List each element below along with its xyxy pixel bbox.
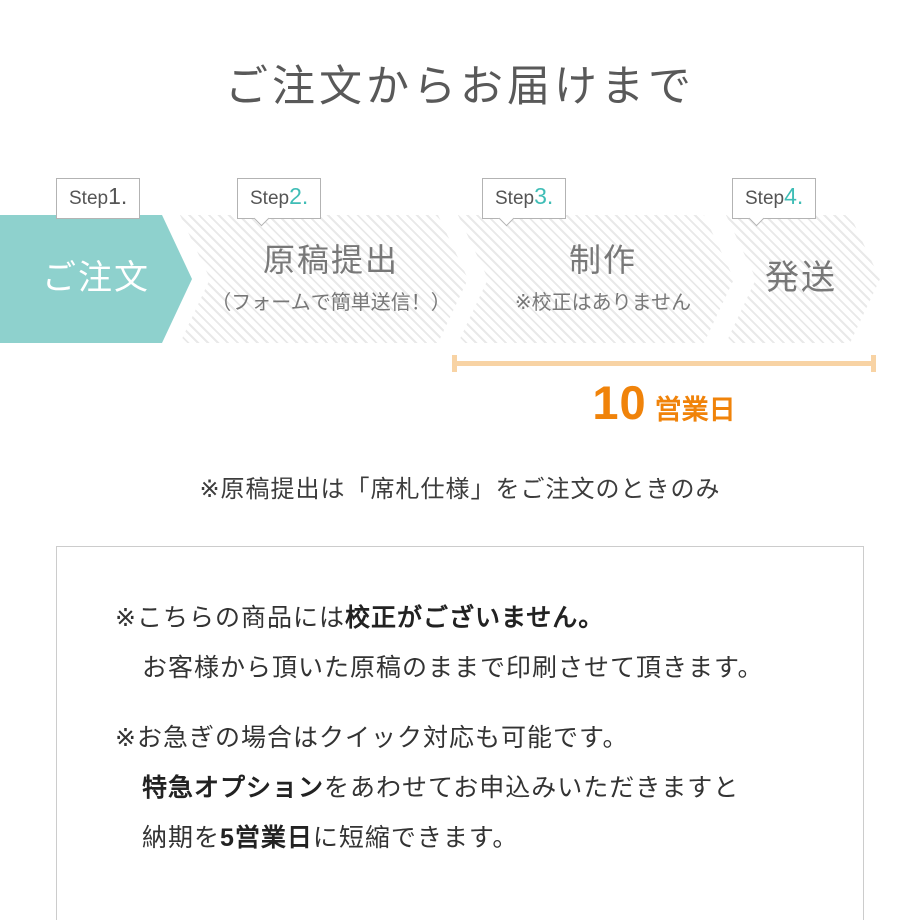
step4-badge-prefix: Step — [745, 188, 785, 209]
step2-badge-number: 2. — [289, 183, 309, 209]
manuscript-note: ※原稿提出は「席札仕様」をご注文のときのみ — [199, 476, 721, 503]
step3-sublabel: ※校正はありません — [514, 292, 692, 315]
info-line-shortened-bold: 5営業日 — [220, 824, 313, 852]
info-line-no-proof: ※こちらの商品には校正がございません。 — [115, 593, 833, 643]
info-line-no-proof-bold: 校正がございません。 — [344, 604, 605, 632]
info-line-quick-option: ※お急ぎの場合はクイック対応も可能です。 — [115, 724, 629, 752]
step2-sublabel: （フォームで簡単送信！） — [211, 292, 451, 315]
info-line-express-bold: 特急オプション — [142, 774, 325, 802]
step2-badge: Step2. — [237, 178, 322, 219]
step1-badge-number: 1. — [108, 183, 128, 209]
info-line-shortened-delivery: 納期を5営業日に短縮できます。 — [115, 813, 833, 863]
step3-badge-number: 3. — [534, 183, 554, 209]
info-line-express-option: 特急オプションをあわせてお申込みいただきますと — [115, 763, 833, 813]
step3-label: 制作 — [568, 241, 637, 278]
page-title: ご注文からお届けまで — [225, 63, 695, 111]
step2-label: 原稿提出 — [262, 241, 399, 278]
info-line-no-proof-pre: ※こちらの商品には — [115, 604, 345, 632]
info-box: ※こちらの商品には校正がございません。 お客様から頂いた原稿のままで印刷させて頂… — [56, 546, 864, 920]
step3-badge-prefix: Step — [495, 188, 535, 209]
step3-badge: Step3. — [482, 178, 567, 219]
steps-flow: ご注文 原稿提出 （フォームで簡単送信！） 制作 ※校正はありません 発送 St… — [0, 178, 920, 345]
info-line-shortened-rest: に短縮できます。 — [312, 824, 519, 852]
step4-badge: Step4. — [732, 178, 817, 219]
info-line-print-as-is: お客様から頂いた原稿のままで印刷させて頂きます。 — [142, 654, 764, 682]
step1-badge: Step1. — [56, 178, 141, 219]
step4-label: 発送 — [765, 259, 837, 298]
step2-badge-prefix: Step — [250, 188, 290, 209]
step1-badge-prefix: Step — [69, 188, 109, 209]
step1-label: ご注文 — [42, 259, 150, 298]
info-line-express-rest: をあわせてお申込みいただきますと — [324, 774, 740, 802]
step3-arrow: 制作 ※校正はありません — [458, 215, 734, 343]
duration-bracket-bar — [452, 355, 876, 372]
step2-arrow: 原稿提出 （フォームで簡単送信！） — [180, 215, 468, 343]
duration-unit: 営業日 — [654, 395, 736, 425]
step4-arrow: 発送 — [726, 215, 880, 343]
step4-badge-number: 4. — [784, 183, 804, 209]
info-line-shortened-pre: 納期を — [142, 824, 221, 852]
duration-number: 10 — [592, 376, 647, 429]
step1-arrow: ご注文 — [0, 215, 192, 343]
